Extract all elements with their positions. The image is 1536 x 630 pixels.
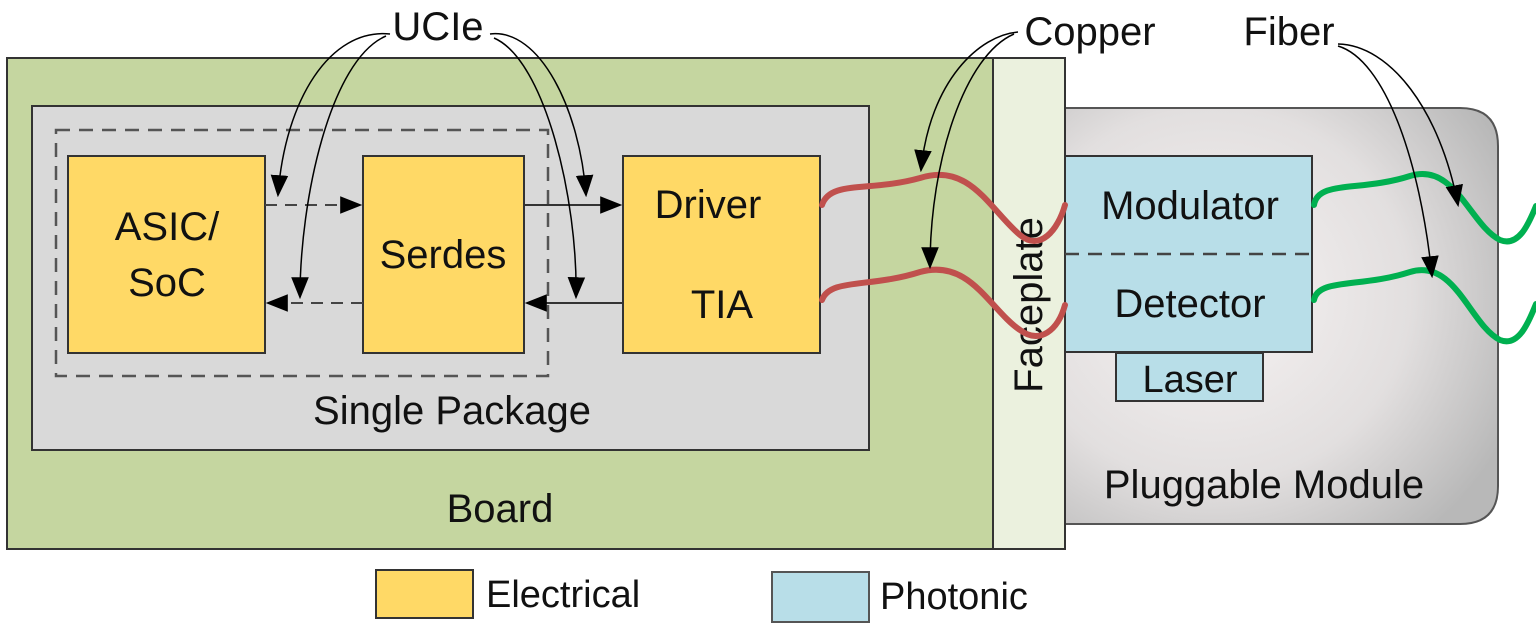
- signal-arrows: [265, 196, 623, 312]
- ucie-callout: UCIe: [270, 5, 594, 300]
- legend-label-electrical: Electrical: [486, 574, 640, 616]
- driver-label: Driver: [655, 183, 762, 227]
- legend-swatch-electrical: [375, 569, 474, 619]
- tia-label: TIA: [691, 283, 754, 327]
- legend-swatch-photonic: [771, 571, 870, 623]
- pluggable-module-label: Pluggable Module: [1104, 463, 1424, 507]
- asic-label-line2: SoC: [128, 261, 206, 305]
- copper-callout: Copper: [914, 10, 1156, 270]
- modulator-label: Modulator: [1101, 184, 1279, 228]
- asic-soc-block: ASIC/ SoC: [67, 155, 266, 354]
- asic-label-line1: ASIC/: [115, 205, 220, 249]
- faceplate-label: Faceplate: [1007, 217, 1051, 393]
- modulator-detector-block: Modulator Detector: [1064, 155, 1313, 353]
- detector-label: Detector: [1114, 282, 1265, 326]
- copper-callout-label: Copper: [1024, 10, 1155, 54]
- fiber-callout: Fiber: [1243, 10, 1463, 279]
- copper-trace-rx: [819, 266, 1068, 339]
- legend-item-electrical: Electrical: [375, 569, 640, 619]
- fiber-strand-rx: [1311, 267, 1536, 345]
- laser-label: Laser: [1142, 359, 1237, 401]
- legend-item-photonic: Photonic: [771, 571, 1028, 623]
- faceplate: Faceplate: [992, 57, 1066, 550]
- fiber-callout-label: Fiber: [1243, 10, 1334, 54]
- serdes-block: Serdes: [362, 155, 525, 354]
- serdes-label: Serdes: [380, 233, 507, 277]
- board-label: Board: [447, 487, 554, 531]
- ucie-callout-label: UCIe: [392, 5, 483, 49]
- legend-label-photonic: Photonic: [880, 576, 1028, 618]
- laser-block: Laser: [1115, 352, 1264, 402]
- copper-trace-tx: [819, 171, 1068, 244]
- legend: Electrical Photonic: [375, 569, 1028, 623]
- driver-tia-block: Driver TIA: [622, 155, 821, 354]
- copper-traces: [819, 171, 1068, 339]
- single-package-label: Single Package: [313, 389, 591, 433]
